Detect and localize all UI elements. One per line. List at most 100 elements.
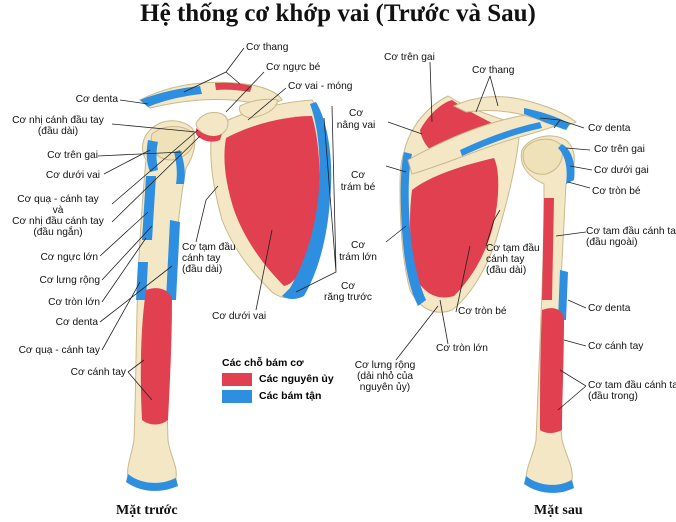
front-insertion-upper-shaft (142, 176, 156, 240)
back-greater-tubercle-insertion (558, 144, 575, 184)
back-deltoid-insertion (558, 270, 568, 320)
leader-co-lung-rong-back (395, 305, 439, 361)
label-co-lung-rong-back-1: Cơ lưng rộng (354, 360, 416, 371)
front-clavicle-origin (215, 82, 252, 92)
label-co-tron-lon-front: Cơ tròn lớn (48, 297, 100, 308)
legend-label-insertion: Các bám tận (259, 390, 322, 402)
leader-co-denta-back-top (539, 117, 585, 129)
label-co-tren-gai-back-top: Cơ trên gai (384, 52, 435, 63)
label-co-denta-front-top: Cơ denta (75, 94, 118, 105)
leader-co-lung-rong-front (101, 225, 153, 281)
label-co-thang-back: Cơ thang (472, 65, 515, 76)
front-acromion (239, 98, 279, 119)
leader-co-tron-lon-back (439, 299, 449, 345)
label-co-tam-dau-dai-front-3: (đầu dài) (182, 264, 223, 275)
page-title: Hệ thống cơ khớp vai (Trước và Sau) (140, 0, 536, 27)
leader-co-tam-trong (557, 369, 587, 411)
leader-co-tron-lon-front (101, 237, 147, 303)
leader-co-duoi-gai (569, 165, 593, 171)
back-elbow-insertion (524, 476, 574, 493)
front-coracoid-origin (196, 128, 222, 142)
back-triceps-medial-origin (540, 308, 564, 433)
label-co-nhi-ngan-1: Cơ nhị đầu cánh tay (12, 216, 104, 227)
front-origin-brachialis (140, 288, 172, 425)
label-co-duoi-vai-center: Cơ dưới vai (212, 311, 267, 322)
leader-co-tron-be-center (455, 245, 471, 313)
front-subscapularis-origin (224, 116, 320, 286)
leader-co-nguc-be (225, 71, 265, 113)
label-co-rang-truoc-2: răng trước (323, 292, 373, 303)
front-view (126, 81, 332, 491)
label-co-tam-ngoai-1: Cơ tam đầu cánh tay (586, 226, 676, 237)
label-co-nguc-be: Cơ ngực bé (266, 62, 321, 73)
back-supraspinatus-origin (420, 100, 494, 156)
back-triceps-lateral-origin (542, 198, 554, 300)
label-co-nhi-dai-2: (đầu dài) (37, 126, 79, 137)
legend-swatch-insertion (222, 390, 252, 403)
label-co-tam-dai-back-3: (đầu dài) (486, 265, 527, 276)
label-co-tam-ngoai-2: (đầu ngoài) (586, 237, 638, 248)
label-co-tram-lon-1: Cơ (350, 240, 366, 251)
back-humerus-head (522, 138, 563, 175)
label-co-tam-dai-back-2: cánh tay (486, 254, 525, 265)
label-co-denta-front-mid: Cơ denta (55, 317, 98, 328)
label-co-tam-dau-dai-front-2: cánh tay (182, 253, 221, 264)
label-co-duoi-gai: Cơ dưới gai (594, 165, 649, 176)
label-co-denta-back-mid: Cơ denta (588, 303, 631, 314)
front-elbow-insertion (126, 474, 178, 491)
label-co-tron-be-center: Cơ tròn bé (458, 306, 507, 317)
leader-lines (97, 47, 593, 411)
leader-co-tram-lon (385, 225, 407, 243)
label-co-lung-rong-front: Cơ lưng rộng (39, 275, 100, 286)
leader-co-nhi-dai (111, 123, 197, 133)
label-co-tam-dau-dai-front-1: Cơ tạm đầu (182, 242, 236, 253)
leader-co-canh-tay-front (127, 359, 153, 401)
label-co-duoi-vai-left: Cơ dưới vai (45, 170, 100, 181)
leader-co-duoi-vai-left (103, 149, 151, 175)
label-co-nang-vai-2: nâng vai (336, 120, 376, 131)
front-insertion-lesser-tubercle (146, 140, 158, 172)
label-co-tram-lon-2: trám lớn (339, 252, 377, 263)
label-co-lung-rong-back-2: (dải nhỏ của (356, 371, 414, 382)
label-co-nhi-ngan-2: (đầu ngắn) (33, 227, 83, 238)
legend-title: Các chỗ bám cơ (222, 357, 304, 369)
leader-co-denta-front-top (119, 99, 149, 105)
label-co-nguc-lon: Cơ ngực lớn (40, 252, 98, 263)
leader-co-thang-back (475, 75, 499, 113)
back-infraspinatus-origin (410, 158, 499, 298)
label-co-nhi-dai-1: Cơ nhị cánh đầu tay (12, 115, 104, 126)
leader-co-nang-vai (387, 121, 423, 135)
leader-co-tren-gai-front (97, 151, 183, 157)
label-co-canh-tay-back: Cơ cánh tay (588, 341, 644, 352)
leader-co-thang-front (183, 47, 245, 93)
back-view (399, 95, 577, 493)
leader-co-rang-truoc (295, 105, 337, 293)
leader-co-tam-ngoai (555, 231, 587, 237)
label-co-tren-gai-back-right: Cơ trên gai (594, 144, 645, 155)
leader-co-qua-canh-tay (101, 281, 141, 351)
label-co-tron-lon-back: Cơ tròn lớn (436, 343, 488, 354)
leader-co-tron-be-right (567, 181, 591, 189)
leader-co-tam-dai-back (485, 209, 501, 247)
leader-co-canh-tay-back (563, 339, 587, 347)
leader-co-tam-dau-front (195, 185, 219, 243)
label-co-tam-trong-1: Cơ tam đầu cánh tay (588, 380, 676, 391)
legend-swatch-origin (222, 373, 252, 386)
front-insertion-coracobrachialis (136, 262, 148, 300)
leader-co-denta-front-mid (99, 265, 173, 323)
label-co-tram-be-1: Cơ (350, 170, 366, 181)
leader-co-tren-gai-back-top (429, 61, 433, 123)
leader-co-qua-nhi-ngan (111, 129, 201, 223)
label-co-tren-gai-front: Cơ trên gai (47, 150, 98, 161)
label-co-tron-be-right: Cơ tròn bé (592, 186, 641, 197)
label-co-tam-trong-2: (đầu trong) (588, 391, 638, 402)
leader-co-nguc-lon (99, 211, 149, 257)
leader-co-duoi-vai-center (255, 229, 273, 311)
leader-co-denta-back-mid (567, 299, 587, 309)
label-co-thang-front: Cơ thang (246, 42, 289, 53)
label-co-tram-be-2: trám bé (340, 182, 376, 193)
caption-back: Mặt sau (534, 503, 583, 518)
leader-co-vai-mong (247, 87, 287, 121)
